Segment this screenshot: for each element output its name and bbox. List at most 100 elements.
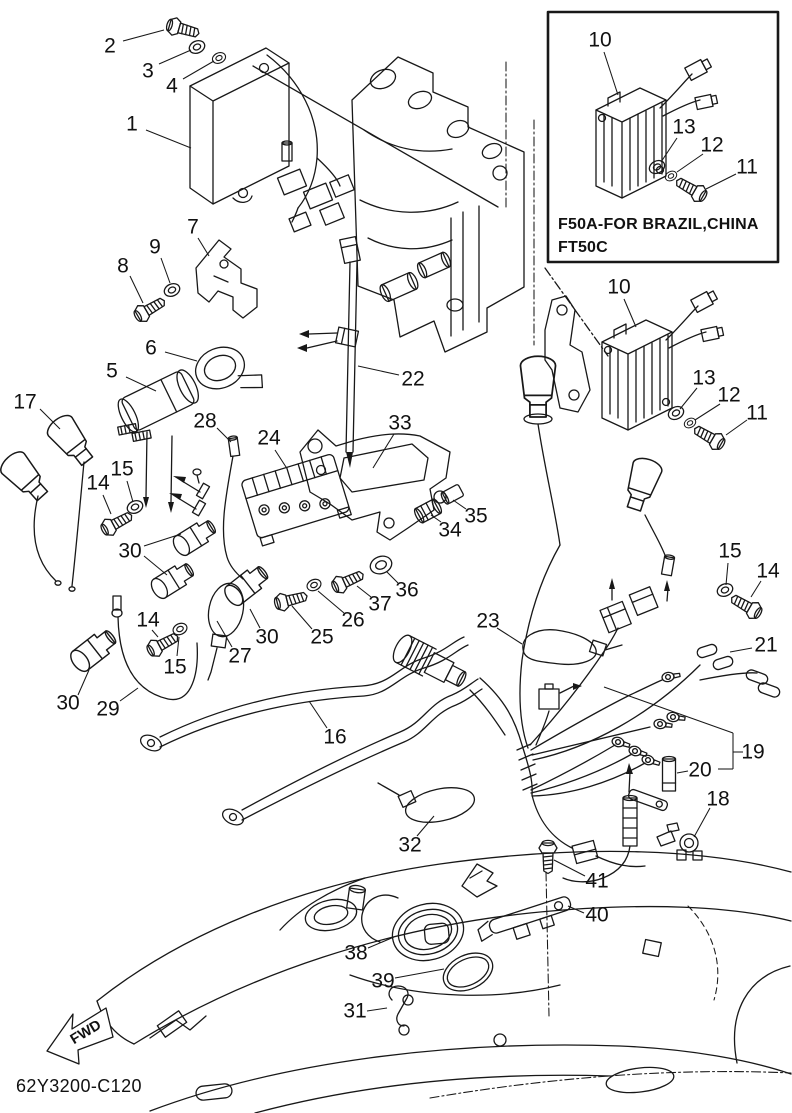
callout-leader-15 bbox=[176, 636, 180, 657]
callout-label-18: 18 bbox=[706, 788, 729, 811]
callout-label-41: 41 bbox=[585, 870, 608, 893]
callout-label-31: 31 bbox=[343, 1000, 366, 1023]
collar-35 bbox=[440, 484, 464, 505]
washer-13 bbox=[665, 403, 687, 423]
harness-plug-boot bbox=[392, 634, 467, 687]
callout-leader-24 bbox=[274, 449, 287, 468]
inset-border bbox=[546, 10, 780, 264]
callout-label-19: 19 bbox=[741, 741, 764, 764]
callout-label-6: 6 bbox=[145, 337, 157, 360]
callout-label-11: 11 bbox=[746, 402, 768, 425]
callout-label-15: 15 bbox=[718, 540, 741, 563]
callout-label-32: 32 bbox=[398, 834, 421, 857]
callout-leader-3 bbox=[158, 49, 192, 65]
washer-4 bbox=[210, 50, 228, 66]
callout-leader-30 bbox=[143, 555, 168, 576]
callout-label-1: 1 bbox=[126, 113, 138, 136]
callout-leader-7 bbox=[197, 237, 210, 257]
callout-label-14: 14 bbox=[756, 560, 780, 583]
callout-label-28: 28 bbox=[193, 410, 216, 433]
callout-leader-4 bbox=[182, 60, 215, 80]
callout-label-21: 21 bbox=[754, 634, 777, 657]
callout-leader-40 bbox=[567, 905, 585, 914]
inset-reference-line bbox=[544, 267, 609, 357]
callout-leader-17 bbox=[39, 408, 61, 430]
callout-label-10: 10 bbox=[607, 276, 630, 299]
cable-tie-32 bbox=[377, 782, 476, 823]
callout-leader-29 bbox=[119, 687, 139, 702]
inset-caption-line2: FT50C bbox=[558, 239, 608, 256]
callout-label-30: 30 bbox=[56, 692, 79, 715]
callout-label-12: 12 bbox=[717, 384, 740, 407]
callout-label-5: 5 bbox=[106, 360, 118, 383]
callout-leader-23 bbox=[496, 627, 523, 645]
clamp-6 bbox=[194, 346, 264, 390]
lead-29 bbox=[111, 595, 198, 701]
callout-leader-16 bbox=[308, 700, 328, 729]
callout-label-37: 37 bbox=[368, 593, 391, 616]
inset-caption-line1: F50A-FOR BRAZIL,CHINA bbox=[558, 216, 759, 233]
callout-label-29: 29 bbox=[96, 698, 119, 721]
wire-harness-drawing bbox=[479, 355, 781, 883]
callout-leader-39 bbox=[394, 968, 445, 979]
callout-leader-38 bbox=[367, 936, 395, 949]
callout-leader-37 bbox=[356, 585, 372, 598]
bracket-33-drawing bbox=[272, 429, 464, 614]
callout-label-17: 17 bbox=[13, 391, 36, 414]
callout-leader-26 bbox=[317, 590, 345, 614]
callout-leader-15 bbox=[725, 562, 729, 586]
callout-leader-30 bbox=[143, 533, 182, 547]
callout-leader-30 bbox=[77, 669, 90, 696]
callout-label-39: 39 bbox=[371, 970, 394, 993]
washer-13-inset bbox=[646, 157, 668, 177]
callout-leader-13 bbox=[660, 137, 678, 163]
relay-clamp-drawing bbox=[117, 346, 264, 513]
callout-label-4: 4 bbox=[166, 75, 178, 98]
callout-label-12: 12 bbox=[700, 134, 723, 157]
callout-leader-18 bbox=[693, 807, 711, 838]
callout-leader-10 bbox=[623, 298, 637, 328]
battery-cables-16 bbox=[139, 634, 506, 826]
callout-label-13: 13 bbox=[672, 116, 695, 139]
callout-leader-20 bbox=[676, 770, 689, 774]
callout-leader-9 bbox=[160, 257, 171, 284]
terminal-block-24 bbox=[169, 453, 352, 547]
clip-31 bbox=[388, 985, 414, 1036]
starter-relay-5 bbox=[117, 369, 199, 443]
callout-leader-22 bbox=[357, 365, 400, 376]
grommet-38-drawing bbox=[361, 839, 572, 1036]
inset-box: F50A-FOR BRAZIL,CHINA FT50C bbox=[546, 10, 780, 264]
washer-3 bbox=[186, 37, 208, 57]
callout-leader-19 bbox=[603, 686, 734, 734]
callout-leader-13 bbox=[679, 387, 698, 410]
callout-label-27: 27 bbox=[228, 645, 251, 668]
callout-label-36: 36 bbox=[395, 579, 418, 602]
callout-leader-12 bbox=[676, 153, 704, 173]
callout-leader-15 bbox=[126, 480, 134, 503]
bolt-8 bbox=[130, 292, 170, 326]
callout-label-24: 24 bbox=[257, 427, 281, 450]
callout-leader-11 bbox=[705, 173, 737, 190]
callout-label-14: 14 bbox=[136, 609, 160, 632]
bottom-cowling-drawing bbox=[96, 850, 792, 1113]
callout-label-3: 3 bbox=[142, 60, 154, 83]
bolt-41 bbox=[538, 839, 558, 875]
rectifier-inset bbox=[595, 56, 719, 206]
grommet-34 bbox=[413, 498, 443, 524]
callout-leader-35 bbox=[452, 499, 467, 510]
callout-label-25: 25 bbox=[310, 626, 333, 649]
callout-label-13: 13 bbox=[692, 367, 715, 390]
callout-label-35: 35 bbox=[464, 505, 487, 528]
engine-bracket-drawing bbox=[252, 56, 591, 413]
callout-label-16: 16 bbox=[323, 726, 346, 749]
callout-leader-14 bbox=[151, 629, 159, 638]
callout-leader-1 bbox=[145, 129, 192, 149]
diagram-code: 62Y3200-C120 bbox=[16, 1076, 142, 1096]
callout-label-20: 20 bbox=[688, 759, 711, 782]
bolt-11 bbox=[689, 420, 729, 454]
callout-leader-2 bbox=[122, 29, 165, 42]
spark-plug-caps-17 bbox=[0, 410, 100, 592]
callout-leader-5 bbox=[125, 376, 157, 392]
callout-leader-25 bbox=[291, 605, 313, 630]
